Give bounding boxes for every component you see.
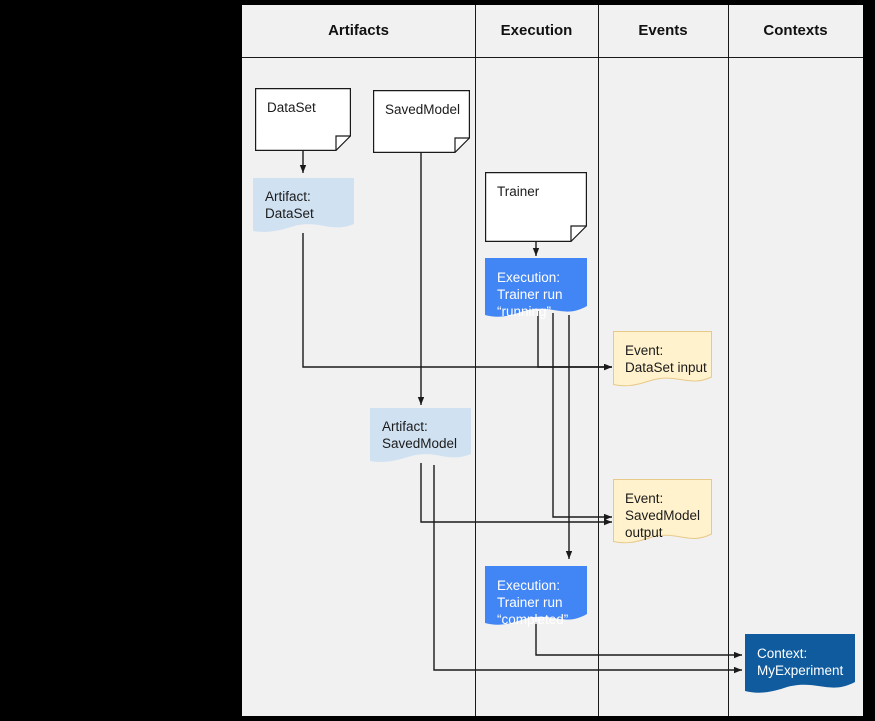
- node-execution-completed[interactable]: Execution: Trainer run “completed”: [485, 566, 587, 628]
- node-artifact-dataset[interactable]: Artifact: DataSet: [253, 177, 354, 235]
- edge-artifact-dataset-to-event: [302, 233, 612, 371]
- node-label: Artifact: SavedModel: [382, 419, 458, 451]
- artifact-shape: [253, 178, 354, 232]
- column-header-events: Events: [638, 22, 688, 39]
- column-divider-events-contexts: [728, 5, 729, 716]
- node-trainer-type[interactable]: Trainer: [485, 172, 587, 242]
- node-label: Context: MyExperiment: [757, 646, 844, 678]
- column-header-artifacts: Artifacts: [328, 22, 389, 39]
- document-shape: [373, 90, 470, 153]
- node-event-dataset-input[interactable]: Event: DataSet input: [613, 331, 712, 389]
- node-label: Trainer: [497, 184, 540, 199]
- context-shape: [745, 634, 855, 693]
- node-label: SavedModel: [385, 102, 461, 117]
- edge-artifact-savedmodel-to-event: [420, 463, 612, 526]
- execution-shape: [485, 566, 587, 625]
- node-event-savedmodel-output[interactable]: Event: SavedModel output: [613, 479, 712, 547]
- node-dataset-type[interactable]: DataSet: [255, 88, 351, 151]
- node-label: Execution: Trainer run “running”: [497, 270, 563, 319]
- node-execution-running[interactable]: Execution: Trainer run “running”: [485, 258, 587, 320]
- header-divider: [242, 57, 863, 58]
- artifact-shape: [370, 408, 471, 462]
- edge-completed-to-context: [535, 622, 742, 659]
- execution-shape: [485, 258, 587, 317]
- column-header-contexts: Contexts: [763, 22, 828, 39]
- event-shape: [613, 479, 712, 544]
- node-label: DataSet: [267, 100, 316, 115]
- node-context-myexperiment[interactable]: Context: MyExperiment: [745, 634, 855, 696]
- column-divider-execution-events: [598, 5, 599, 716]
- edge-artifact-savedmodel-to-context: [433, 465, 742, 674]
- document-shape: [255, 88, 351, 151]
- connector-layer: [299, 151, 742, 674]
- edge-execution-to-event-output: [552, 313, 612, 521]
- event-shape: [613, 331, 712, 387]
- edge-execution-to-event-input: [537, 311, 612, 371]
- column-header-execution: Execution: [500, 22, 573, 39]
- swimlane-diagram: Artifacts Execution Events Contexts: [242, 5, 863, 716]
- node-label: Execution: Trainer run “completed”: [497, 578, 569, 627]
- column-divider-artifacts-execution: [475, 5, 476, 716]
- node-label: Artifact: DataSet: [265, 189, 314, 221]
- node-savedmodel-type[interactable]: SavedModel: [373, 90, 470, 153]
- node-label: Event: SavedModel output: [625, 491, 701, 540]
- node-artifact-savedmodel[interactable]: Artifact: SavedModel: [370, 407, 471, 465]
- node-label: Event: DataSet input: [625, 343, 707, 375]
- document-shape: [485, 172, 587, 242]
